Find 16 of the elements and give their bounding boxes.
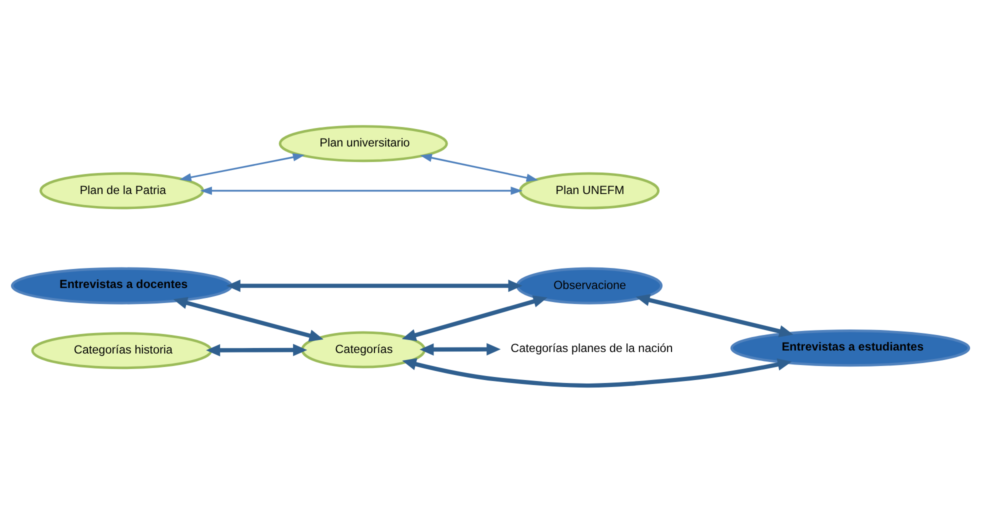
node-ellipse: Entrevistas a estudiantes xyxy=(730,330,970,367)
arrow xyxy=(402,295,548,342)
arrow xyxy=(226,280,522,292)
arrow xyxy=(200,186,523,195)
node-ellipse: Observacione xyxy=(516,267,663,304)
arrow xyxy=(179,153,305,182)
node-text: Categorías planes de la nación xyxy=(510,342,673,356)
arrow xyxy=(636,294,794,338)
node-ellipse: Entrevistas a docentes xyxy=(10,267,233,304)
arrow xyxy=(420,154,538,182)
arrow xyxy=(173,296,324,342)
node-ellipse: Categorías historia xyxy=(31,332,212,370)
arrow xyxy=(206,344,308,356)
node-ellipse: Categorías xyxy=(300,331,426,368)
arrow xyxy=(402,358,792,388)
arrow xyxy=(420,343,501,356)
